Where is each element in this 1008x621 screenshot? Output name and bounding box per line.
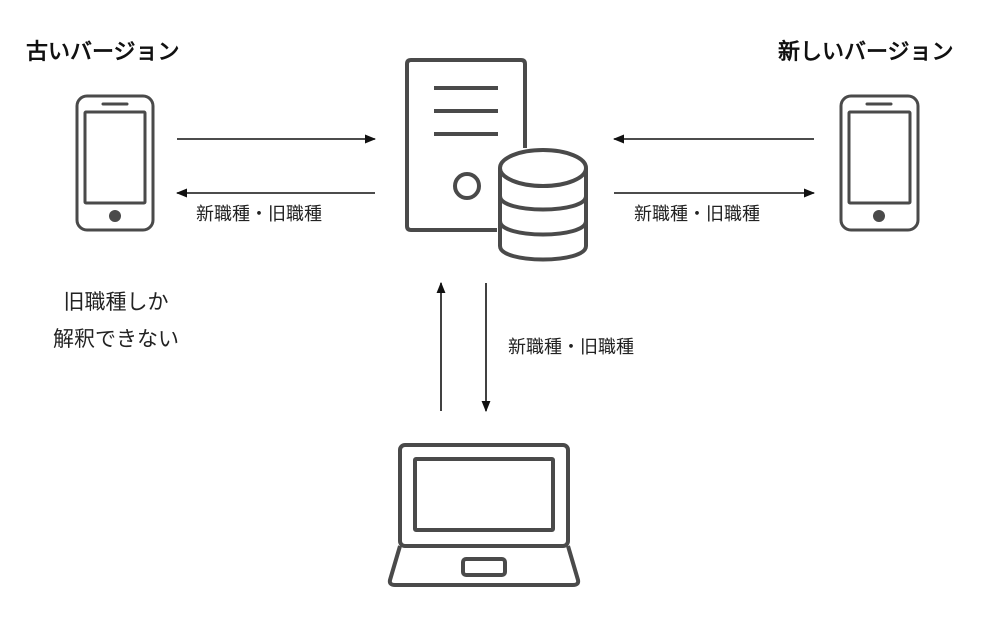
- server-database-icon: [405, 58, 588, 262]
- old-phone-note: 旧職種しか 解釈できない: [26, 284, 206, 358]
- label-server-to-new-phone: 新職種・旧職種: [634, 204, 760, 225]
- label-server-to-laptop: 新職種・旧職種: [508, 337, 634, 358]
- laptop-icon: [387, 443, 581, 587]
- arrows: [175, 134, 816, 413]
- old-phone-icon: [75, 94, 155, 232]
- new-version-title: 新しいバージョン: [778, 40, 954, 65]
- old-phone-note-line1: 旧職種しか: [63, 290, 169, 314]
- new-phone-icon: [839, 94, 920, 232]
- old-version-title: 古いバージョン: [26, 40, 180, 65]
- label-server-to-old-phone: 新職種・旧職種: [196, 204, 322, 225]
- old-phone-note-line2: 解釈できない: [53, 326, 179, 351]
